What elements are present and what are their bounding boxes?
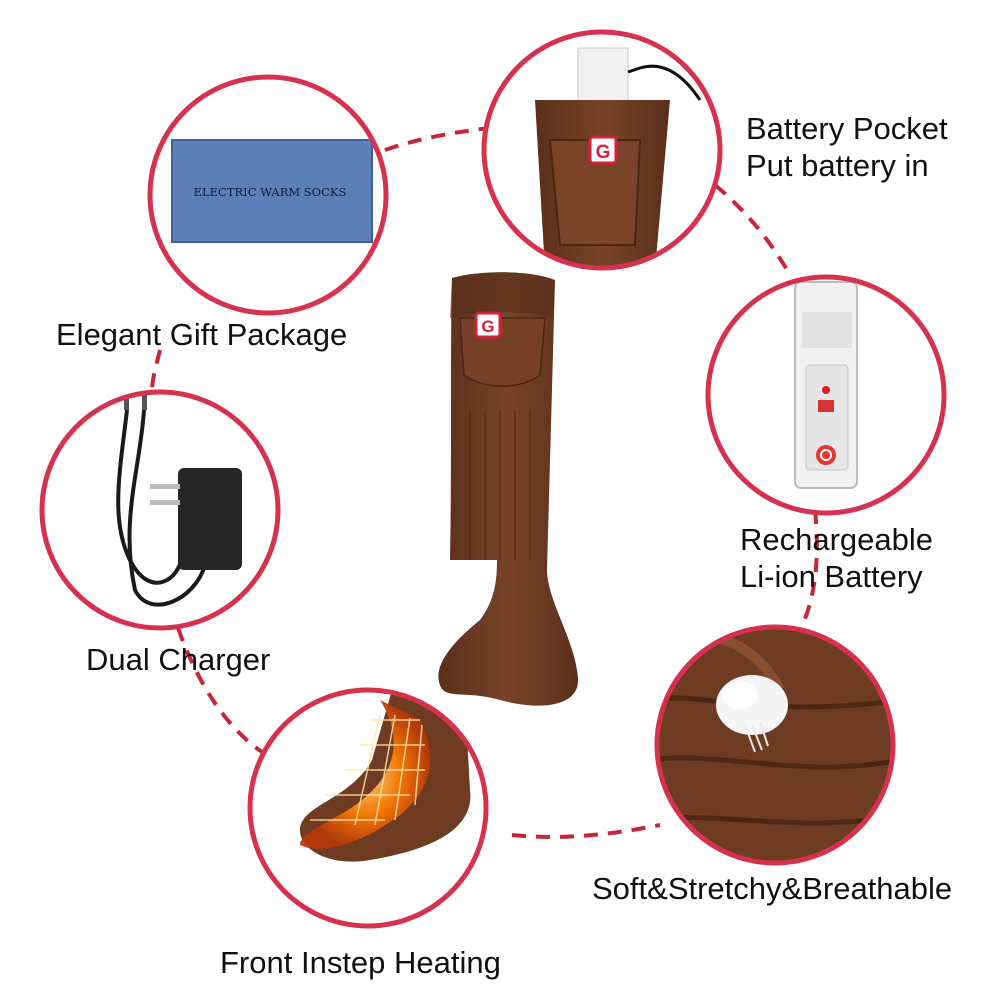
battery-pocket-photo: G [481,29,723,271]
logo-letter: G [596,142,611,163]
sock-ribbing [469,410,531,560]
label-battery-pocket-line2: Put battery in [746,148,929,183]
sock-logo-badge [474,311,502,339]
gift-box [172,140,372,242]
package-text: ELECTRIC WARM SOCKS [194,185,347,199]
label-gift-package: Elegant Gift Package [56,317,348,352]
heating-photo [247,687,489,929]
label-fabric: Soft&Stretchy&Breathable [592,871,953,906]
fabric-photo [654,624,896,866]
label-charger: Dual Charger [86,642,271,677]
battery-photo [705,274,947,516]
heating-grid [310,714,425,826]
charger-photo [39,389,281,631]
dashed-connector [150,126,819,839]
heated-sock: G [438,272,579,706]
label-battery-line2: Li-ion Battery [740,559,923,594]
gift-package-photo: ELECTRIC WARM SOCKS [147,74,389,316]
logo-badge [588,135,618,165]
label-heating: Front Instep Heating [220,945,501,980]
sock-logo-letter: G [481,317,494,336]
label-battery-pocket-line1: Battery Pocket [746,111,948,146]
power-icon [816,445,836,465]
label-battery-line1: Rechargeable [740,522,934,557]
